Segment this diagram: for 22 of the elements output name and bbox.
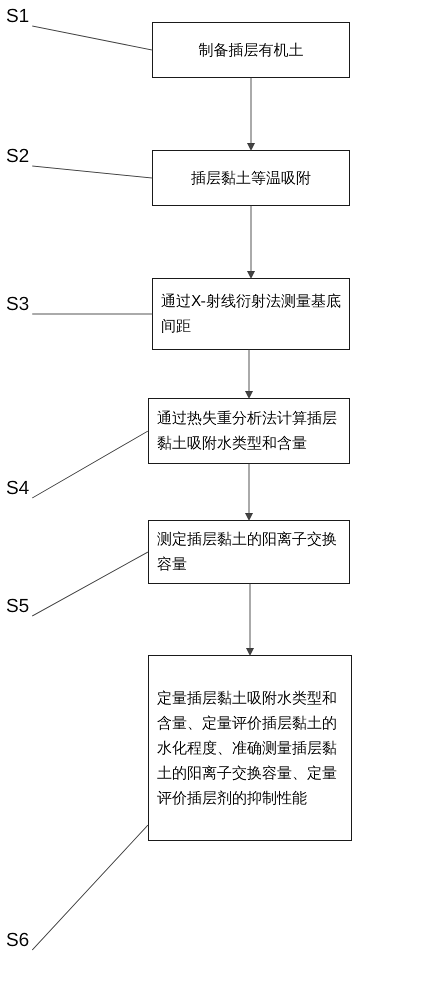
leader-line [32, 430, 148, 498]
step-label: S5 [6, 596, 30, 618]
leader-line [32, 824, 148, 950]
leader-line [32, 26, 152, 50]
step-label: S3 [6, 294, 30, 316]
process-box: 测定插层黏土的阳离子交换容量 [148, 520, 350, 584]
leader-line [32, 166, 152, 178]
arrow [247, 206, 255, 279]
leader-line [32, 552, 148, 616]
arrow [245, 464, 253, 521]
process-box: 通过X-射线衍射法测量基底间距 [152, 278, 350, 350]
step-label: S1 [6, 6, 30, 28]
step-label: S6 [6, 930, 30, 952]
process-box: 插层黏土等温吸附 [152, 150, 350, 206]
step-label: S4 [6, 478, 30, 500]
arrow [246, 584, 254, 656]
arrow [245, 350, 253, 399]
process-box: 通过热失重分析法计算插层黏土吸附水类型和含量 [148, 398, 350, 464]
process-box: 定量插层黏土吸附水类型和含量、定量评价插层黏土的水化程度、准确测量插层黏土的阳离子交换容量、定量评价插层剂的抑制性能 [148, 655, 352, 841]
arrow [247, 78, 255, 151]
process-box: 制备插层有机土 [152, 22, 350, 78]
step-label: S2 [6, 146, 30, 168]
